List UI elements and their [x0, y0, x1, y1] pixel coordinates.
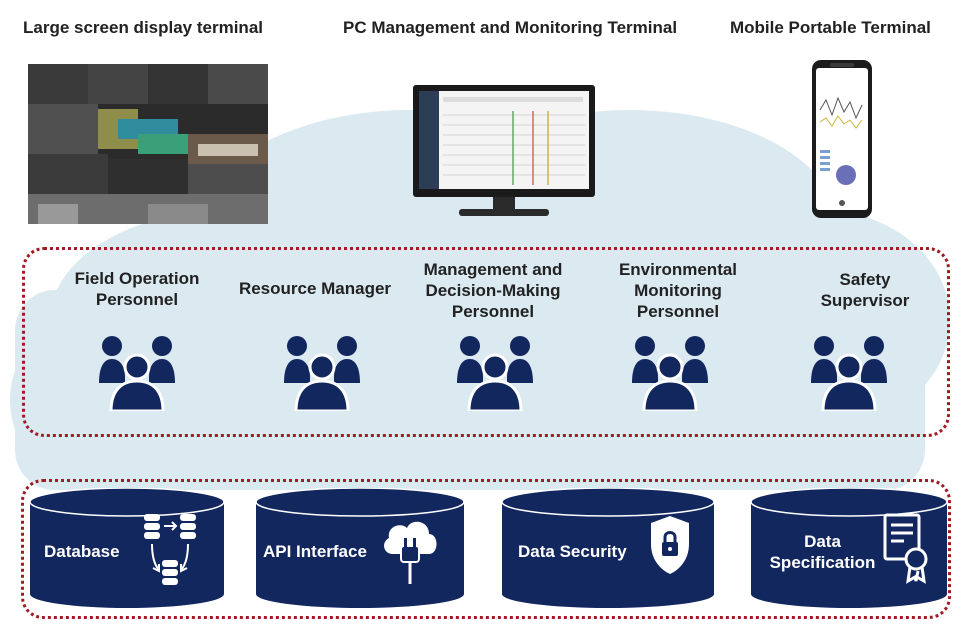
cloud-plug-icon — [384, 521, 437, 584]
people-group-icon — [99, 336, 175, 411]
foundation-label-database: Database — [44, 542, 120, 561]
pc-monitor-image — [413, 85, 595, 216]
people-group-icon — [284, 336, 360, 411]
foundation-group-frame — [21, 479, 951, 619]
database-sync-icon — [144, 514, 196, 585]
terminal-title-mobile: Mobile Portable Terminal — [730, 18, 931, 37]
shield-lock-icon — [651, 516, 689, 574]
terminal-title-pc: PC Management and Monitoring Terminal — [343, 18, 678, 37]
api-interface-cylinder — [256, 488, 464, 608]
role-label-resource-manager: Resource Manager — [238, 279, 392, 298]
data-specification-cylinder — [751, 488, 947, 608]
people-group-icon — [632, 336, 708, 411]
roles-group-frame — [22, 247, 950, 437]
people-group-icon — [457, 336, 533, 411]
large-screen-display-image — [28, 64, 268, 224]
terminal-title-large-screen: Large screen display terminal — [23, 18, 263, 37]
foundation-label-data-security: Data Security — [518, 542, 627, 561]
foundation-label-api-interface: API Interface — [263, 542, 367, 561]
certificate-icon — [883, 513, 928, 584]
mobile-phone-image — [812, 60, 872, 218]
people-group-icon — [811, 336, 887, 411]
database-cylinder — [30, 488, 224, 608]
